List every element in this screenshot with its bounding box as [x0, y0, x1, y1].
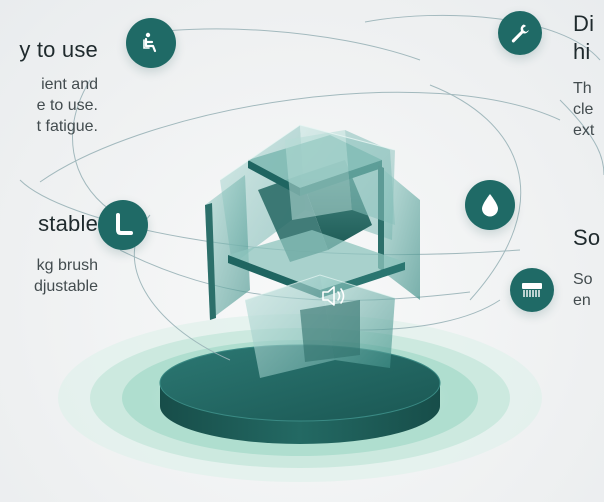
brush-icon — [510, 268, 554, 312]
feature-brush-title: So — [573, 225, 601, 250]
feature-maintenance-title-line-2: hi — [573, 39, 591, 64]
feature-brush-line-2: en — [573, 292, 591, 309]
feature-easy-to-use: y to use ient and e to use. t fatigue. — [19, 36, 98, 137]
seat-icon — [126, 18, 176, 68]
chair-back-icon — [98, 200, 148, 250]
feature-easy-to-use-line-2: e to use. — [36, 97, 98, 114]
feature-maintenance: Di hi Th cle ext — [573, 10, 594, 141]
feature-maintenance-title-line-1: Di — [573, 11, 595, 36]
feature-brush-line-1: So — [573, 271, 593, 288]
feature-adjustable-title: stable — [38, 211, 98, 236]
feature-easy-to-use-line-3: t fatigue. — [36, 118, 98, 135]
feature-brush: So So en — [573, 224, 600, 311]
feature-easy-to-use-title: y to use — [19, 37, 98, 62]
speaker-icon — [317, 281, 351, 311]
feature-maintenance-line-3: ext — [573, 122, 595, 139]
glass-cube — [205, 124, 420, 378]
feature-adjustable: stable kg brush djustable — [34, 210, 98, 297]
feature-easy-to-use-line-1: ient and — [41, 76, 98, 93]
feature-adjustable-line-1: kg brush — [36, 257, 98, 274]
water-drop-icon — [465, 180, 515, 230]
feature-adjustable-line-2: djustable — [33, 278, 98, 295]
wrench-icon — [498, 11, 542, 55]
feature-maintenance-line-2: cle — [573, 101, 594, 118]
feature-maintenance-line-1: Th — [573, 80, 592, 97]
